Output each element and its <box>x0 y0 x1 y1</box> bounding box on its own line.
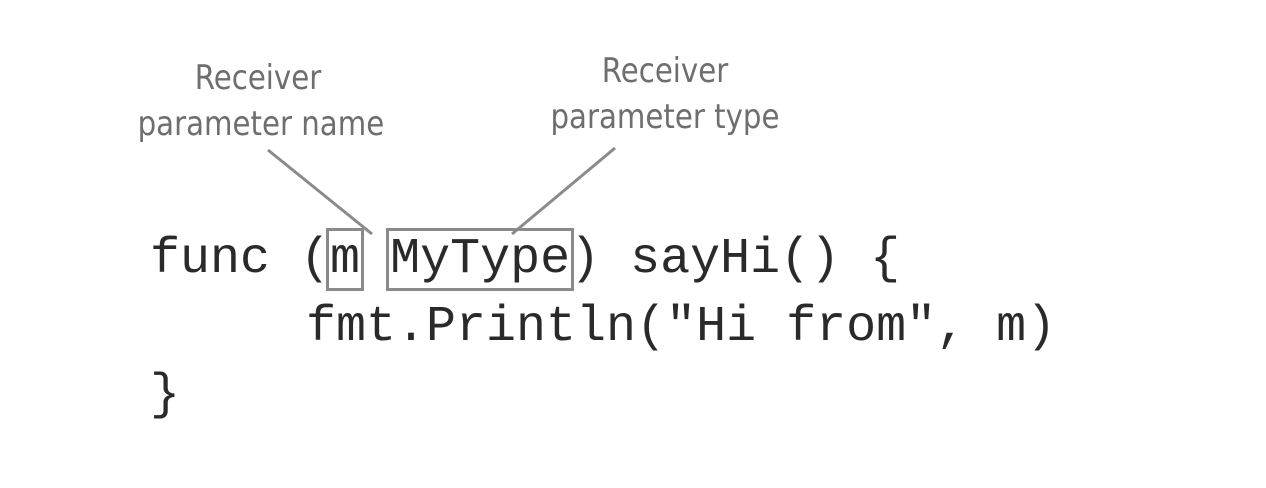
receiver-parameter-type-annotation: Receiver parameter type <box>540 48 789 140</box>
code-line-func-signature: func (m MyType) sayHi() { <box>150 228 901 291</box>
callout-line-type <box>511 146 616 236</box>
receiver-parameter-name-annotation: Receiver parameter name <box>137 55 385 147</box>
code-line-closing-brace: } <box>150 367 181 424</box>
receiver-name-box: m <box>326 228 365 291</box>
annotation-name-line2: parameter name <box>137 104 385 144</box>
receiver-type-box: MyType <box>386 228 575 291</box>
code-line-println: fmt.Println("Hi from", m) <box>306 299 1057 356</box>
callout-line-name <box>267 148 373 236</box>
code-func-keyword: func ( <box>150 231 331 288</box>
annotation-name-line1: Receiver <box>194 58 322 98</box>
annotation-type-line1: Receiver <box>601 51 729 91</box>
annotation-type-line2: parameter type <box>550 97 780 137</box>
code-method-rest: ) sayHi() { <box>570 231 901 288</box>
